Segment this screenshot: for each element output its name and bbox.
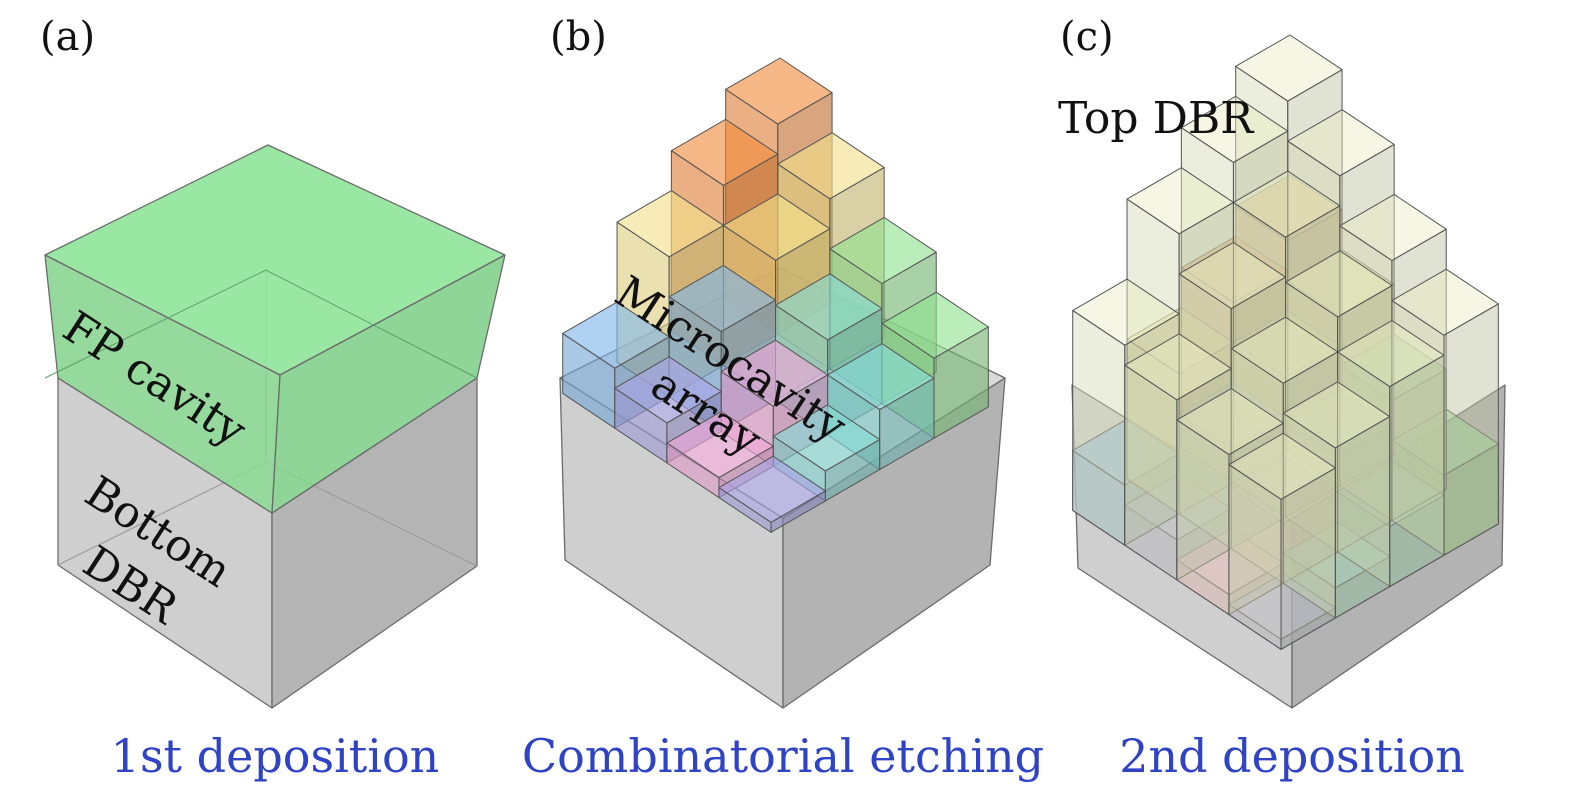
panel-caption: Combinatorial etching	[522, 729, 1044, 783]
top-dbr-block	[1232, 170, 1341, 518]
panel-b: (b) Microcavity array Combinatorial etch…	[522, 14, 1044, 783]
top-dbr-block	[1228, 432, 1336, 650]
top-dbr-block	[1235, 34, 1343, 452]
top-dbr-block	[1282, 381, 1391, 619]
pillar	[1228, 572, 1336, 650]
top-dbr-block	[1126, 167, 1234, 515]
top-dbr-label: Top DBR	[1058, 93, 1255, 144]
top-dbr-block	[1287, 109, 1395, 487]
top-dbr-block	[1180, 95, 1289, 483]
panel-label: (c)	[1060, 14, 1114, 60]
pillar-array-with-top-dbr	[1072, 34, 1499, 650]
top-dbr-block	[1391, 268, 1499, 556]
panel-label: (b)	[550, 14, 607, 60]
top-dbr-block	[1339, 193, 1447, 522]
panel-caption: 2nd deposition	[1119, 729, 1465, 783]
panel-label: (a)	[40, 14, 95, 60]
panel-a: (a) FP cavity Bottom DBR 1st deposition	[40, 14, 506, 783]
top-dbr-block	[1176, 388, 1284, 616]
top-dbr-block	[1337, 320, 1445, 588]
panel-caption: 1st deposition	[111, 729, 440, 783]
top-dbr-block	[1124, 333, 1232, 581]
panel-c: (c) Top DBR 2nd deposition	[1058, 14, 1506, 783]
top-dbr-block	[1230, 316, 1339, 584]
fp-cavity-layer	[44, 144, 506, 514]
pillar-array	[562, 57, 989, 533]
pillar	[718, 455, 826, 533]
